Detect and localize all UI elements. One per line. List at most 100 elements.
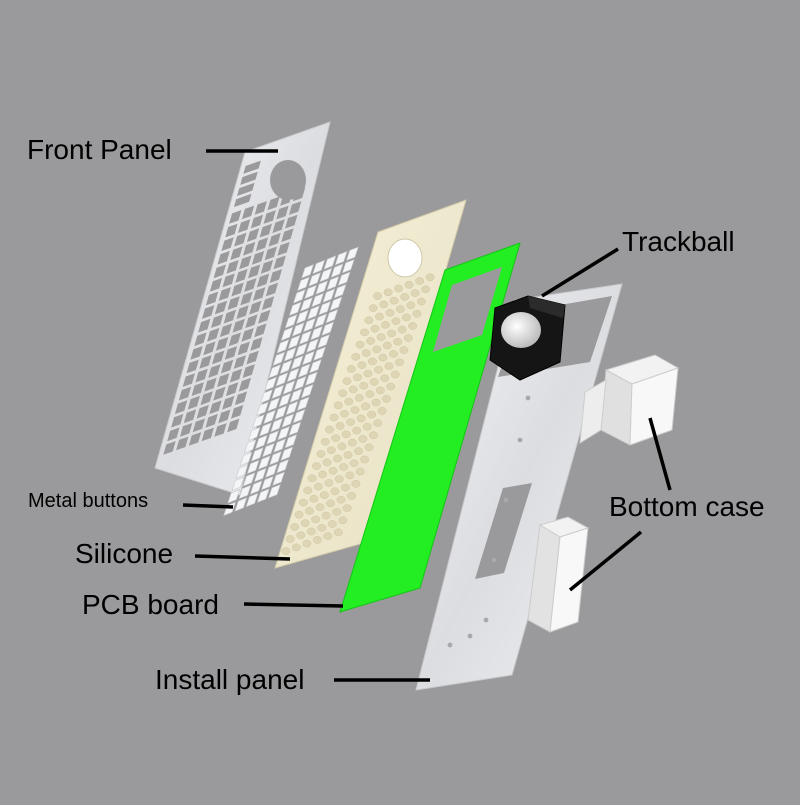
silicone-dome xyxy=(338,516,348,525)
metal-button-cap xyxy=(271,384,285,400)
silicone-dome xyxy=(352,426,362,435)
metal-button-cap xyxy=(346,246,359,261)
front-panel-key-cutout xyxy=(273,255,286,270)
metal-button-cap xyxy=(256,488,270,503)
front-panel-key-cutout xyxy=(222,395,235,410)
front-panel-key-cutout xyxy=(246,228,260,242)
silicone-dome xyxy=(321,511,331,520)
front-panel-key-cutout xyxy=(174,400,188,415)
metal-button-cap xyxy=(275,372,289,387)
metal-button-cap xyxy=(227,489,241,504)
front-panel-key-cutout xyxy=(214,423,227,437)
front-panel-key-cutout xyxy=(240,171,258,185)
silicone-dome xyxy=(303,486,313,495)
silicone-dome xyxy=(346,365,356,373)
silicone-dome xyxy=(337,442,347,451)
front-panel-key-cutout xyxy=(213,264,226,279)
front-panel-key-cutout xyxy=(234,232,247,247)
metal-button-cap xyxy=(292,409,306,424)
front-panel-key-cutout xyxy=(229,368,243,383)
front-panel-key-cutout xyxy=(276,205,289,220)
silicone-dome xyxy=(325,425,335,434)
silicone-dome xyxy=(290,523,300,531)
front-panel-key-cutout xyxy=(228,332,241,347)
silicone-dome xyxy=(343,451,353,459)
front-panel-key-cutout xyxy=(241,328,254,342)
front-panel-key-cutout xyxy=(212,350,225,365)
silicone-dome xyxy=(364,443,374,452)
metal-button-cap xyxy=(284,434,298,449)
silicone-dome xyxy=(312,536,322,544)
metal-button-cap xyxy=(290,355,304,370)
front-panel-key-cutout xyxy=(186,359,199,374)
metal-button-cap xyxy=(273,438,286,453)
silicone-dome xyxy=(300,519,310,527)
front-panel-key-cutout xyxy=(238,219,251,233)
silicone-dome xyxy=(311,515,321,524)
metal-button-cap xyxy=(323,255,337,270)
pcb-board-leader xyxy=(243,602,344,608)
silicone-key-domes xyxy=(281,273,435,555)
front-panel-key-cutout xyxy=(217,250,230,265)
silicone-dome xyxy=(294,510,304,519)
silicone-dome xyxy=(410,289,420,297)
front-panel-key-cutout xyxy=(289,201,302,215)
silicone-dome xyxy=(322,458,332,467)
front-panel-key-cutout xyxy=(192,418,205,433)
silicone-dome xyxy=(370,324,380,333)
metal-button-cap xyxy=(278,392,292,408)
front-panel-key-cutout xyxy=(195,368,208,383)
silicone-dome xyxy=(408,322,418,330)
front-panel-key-cutout xyxy=(243,160,261,174)
pcb-board-label: PCB board xyxy=(82,589,219,620)
front-panel-key-cutout xyxy=(178,386,192,401)
front-panel-key-cutout xyxy=(163,441,176,455)
front-panel-key-cutout xyxy=(272,219,285,233)
metal-button-cap xyxy=(337,271,351,286)
metal-button-cap xyxy=(293,375,307,391)
silicone-dome xyxy=(312,462,321,470)
front-panel-key-cutout xyxy=(242,364,255,378)
front-panel-key-cutout xyxy=(237,341,250,356)
metal-button-cap xyxy=(297,363,311,378)
front-panel-key-cutout xyxy=(202,305,215,319)
silicone-dome xyxy=(298,498,308,507)
silicone-dome xyxy=(366,337,376,345)
front-panel-key-cutout xyxy=(214,300,228,315)
silicone-dome xyxy=(367,357,377,366)
silicone-dome xyxy=(326,499,335,508)
front-panel-key-cutout xyxy=(259,223,272,238)
metal-button-cap xyxy=(264,376,277,392)
front-panel-key-cutout xyxy=(277,242,290,256)
front-panel-key-cutout xyxy=(227,418,240,433)
metal-button-cap xyxy=(282,380,296,395)
metal-button-cap xyxy=(303,317,316,333)
silicone-dome xyxy=(404,280,414,289)
metal-button-cap xyxy=(274,405,288,420)
front-panel-key-cutout xyxy=(191,382,204,396)
silicone-dome xyxy=(360,455,370,464)
silicone-dome xyxy=(330,487,340,496)
front-panel-key-cutout xyxy=(261,296,275,310)
install-panel-mount-hole xyxy=(503,497,509,503)
front-panel-key-cutout xyxy=(225,223,238,238)
metal-button-cap xyxy=(223,501,236,517)
silicone-dome xyxy=(313,482,323,491)
front-panel-key-cutout xyxy=(220,359,234,374)
silicone-dome xyxy=(376,333,386,341)
metal-button-cap xyxy=(250,447,264,462)
metal-button-cap xyxy=(311,292,324,308)
silicone-dome xyxy=(382,341,392,350)
silicone-dome xyxy=(371,398,381,407)
silicone-dome xyxy=(324,479,334,487)
silicone-dome xyxy=(323,532,333,540)
front-panel-key-cutout xyxy=(248,264,261,279)
silicone-dome xyxy=(391,317,401,326)
silicone-dome xyxy=(425,273,435,282)
front-panel-key-cutout xyxy=(241,205,255,220)
metal-button-cap xyxy=(294,342,308,358)
silicone-dome xyxy=(354,447,363,455)
front-panel-key-cutout xyxy=(221,237,234,251)
silicone-dome xyxy=(412,309,422,318)
